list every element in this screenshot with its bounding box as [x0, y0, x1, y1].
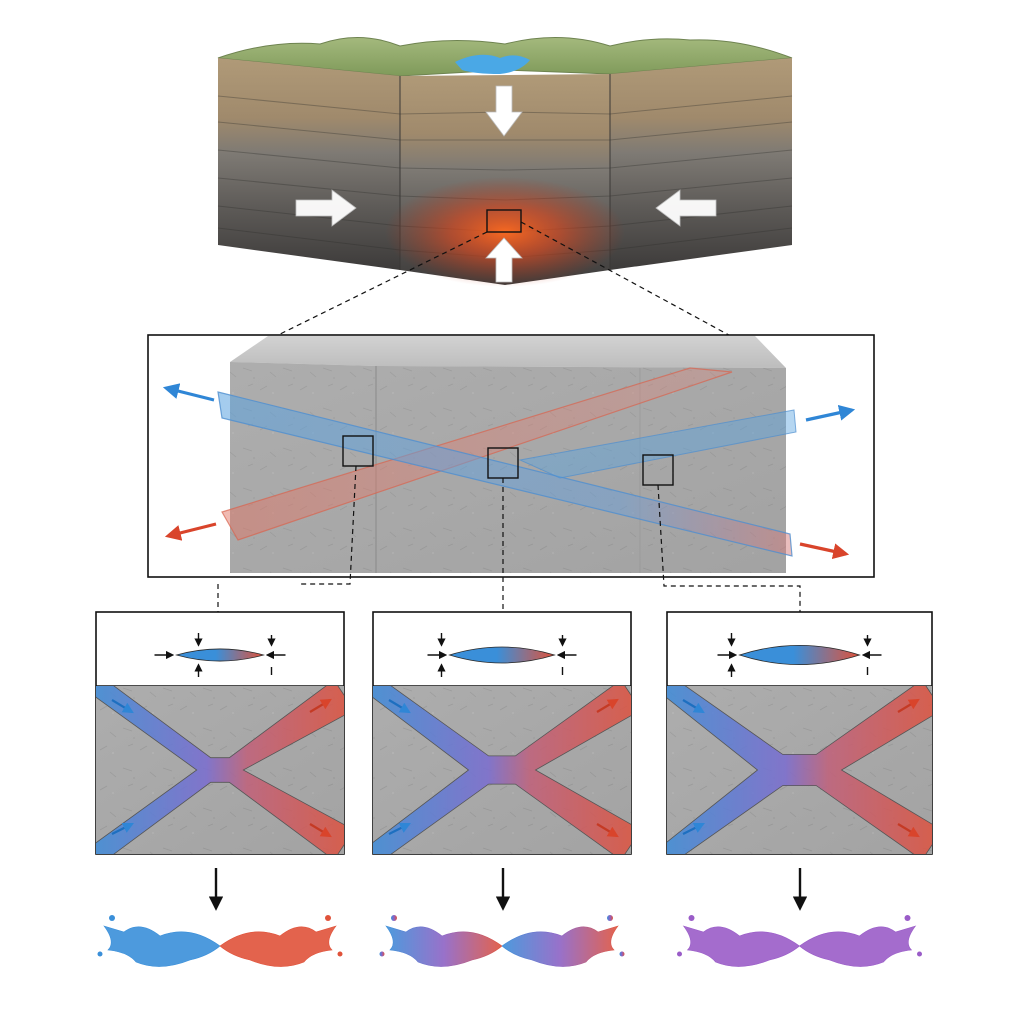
- fluid-splashes: [98, 915, 923, 967]
- crustal-block: [218, 37, 792, 287]
- fracture-panel: [148, 335, 874, 577]
- fluid-splash-3: [677, 915, 922, 967]
- detail-panel-3: [657, 612, 942, 860]
- detail-panels: [86, 612, 942, 860]
- fluid-splash-2: [380, 915, 625, 967]
- block-front-left: [218, 58, 400, 270]
- detail-panel-2: [363, 612, 641, 860]
- river: [455, 55, 530, 74]
- block-front-right: [610, 58, 792, 270]
- fluid-splash-1: [98, 915, 343, 967]
- down-arrows: [216, 868, 800, 908]
- fracture-intersection: [363, 680, 641, 860]
- detail-panel-1: [86, 612, 354, 860]
- fracture-intersection: [657, 680, 942, 860]
- rock-block-top: [230, 336, 786, 368]
- fracture-intersection: [86, 680, 354, 860]
